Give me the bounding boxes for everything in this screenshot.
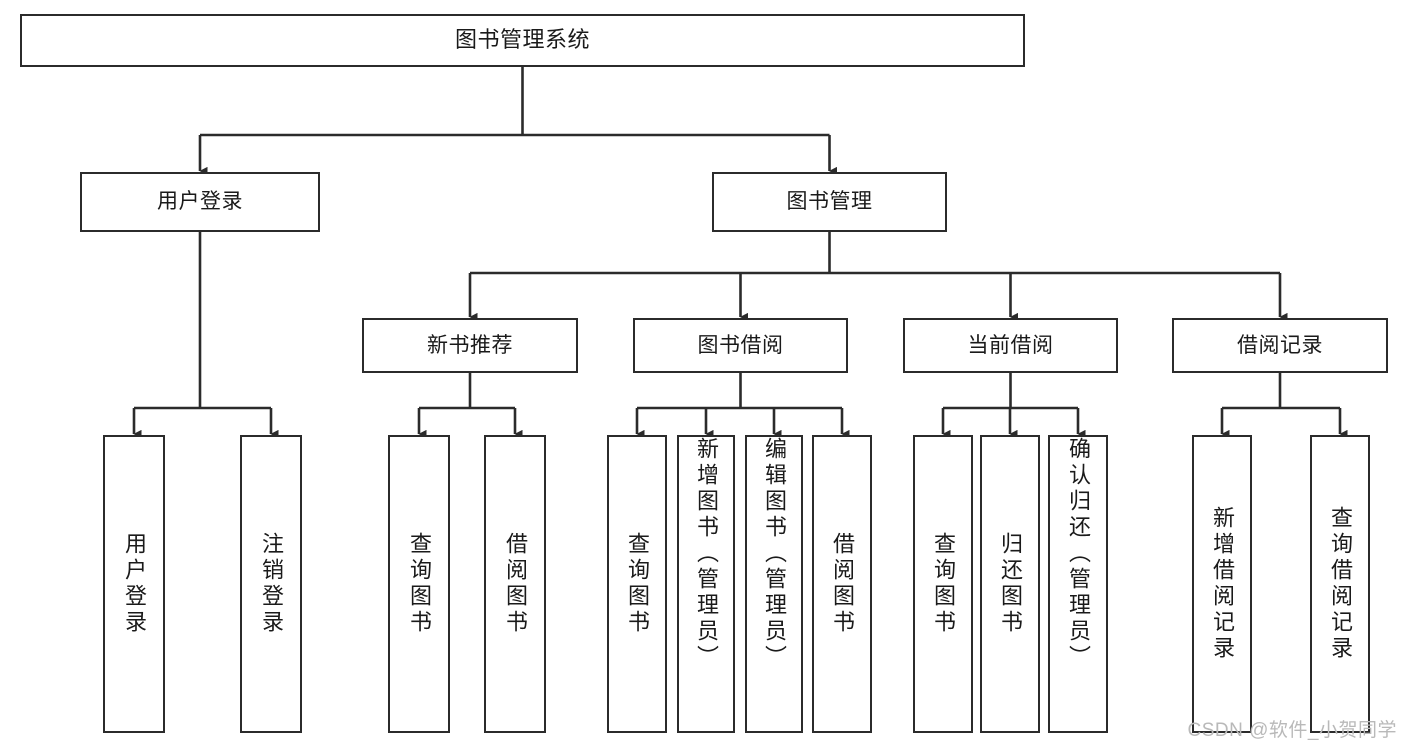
node-label: 查询图书: [407, 532, 432, 636]
node-book-management[interactable]: 图书管理: [712, 172, 947, 232]
tree-connectors: [132, 67, 1348, 439]
node-leaf-user-login[interactable]: 用户登录: [103, 435, 165, 733]
node-label: 编辑图书（管理员）: [762, 437, 787, 671]
node-leaf-add-book[interactable]: 新增图书（管理员）: [677, 435, 735, 733]
node-leaf-query-book-3[interactable]: 查询图书: [913, 435, 973, 733]
node-leaf-borrow-book-1[interactable]: 借阅图书: [484, 435, 546, 733]
node-book-borrow[interactable]: 图书借阅: [633, 318, 848, 373]
node-label: 新增借阅记录: [1210, 506, 1235, 662]
node-leaf-query-book-2[interactable]: 查询图书: [607, 435, 667, 733]
node-leaf-return-book[interactable]: 归还图书: [980, 435, 1040, 733]
node-new-book-recommend[interactable]: 新书推荐: [362, 318, 578, 373]
node-label: 查询图书: [931, 532, 956, 636]
node-label: 新增图书（管理员）: [694, 437, 719, 671]
node-label: 归还图书: [998, 532, 1023, 636]
node-label: 用户登录: [122, 532, 147, 636]
node-label: 查询图书: [625, 532, 650, 636]
node-leaf-borrow-book-2[interactable]: 借阅图书: [812, 435, 872, 733]
node-label: 用户登录: [157, 190, 243, 214]
node-label: 查询借阅记录: [1328, 506, 1353, 662]
node-user-login[interactable]: 用户登录: [80, 172, 320, 232]
node-label: 借阅记录: [1237, 333, 1323, 357]
node-label: 图书管理: [786, 190, 873, 214]
node-label: 图书借阅: [697, 333, 784, 357]
node-current-borrow[interactable]: 当前借阅: [903, 318, 1118, 373]
node-label: 借阅图书: [830, 532, 855, 636]
node-label: 确认归还（管理员）: [1066, 437, 1091, 671]
node-label: 图书管理系统: [454, 27, 590, 53]
node-root[interactable]: 图书管理系统: [20, 14, 1025, 67]
node-leaf-query-borrow-record[interactable]: 查询借阅记录: [1310, 435, 1370, 733]
node-label: 当前借阅: [967, 333, 1054, 357]
node-label: 注销登录: [259, 532, 284, 636]
node-label: 借阅图书: [503, 532, 528, 636]
node-leaf-add-borrow-record[interactable]: 新增借阅记录: [1192, 435, 1252, 733]
node-leaf-query-book-1[interactable]: 查询图书: [388, 435, 450, 733]
node-borrow-record[interactable]: 借阅记录: [1172, 318, 1388, 373]
node-leaf-edit-book[interactable]: 编辑图书（管理员）: [745, 435, 803, 733]
node-leaf-confirm-return[interactable]: 确认归还（管理员）: [1048, 435, 1108, 733]
node-leaf-logout[interactable]: 注销登录: [240, 435, 302, 733]
node-label: 新书推荐: [427, 333, 513, 357]
